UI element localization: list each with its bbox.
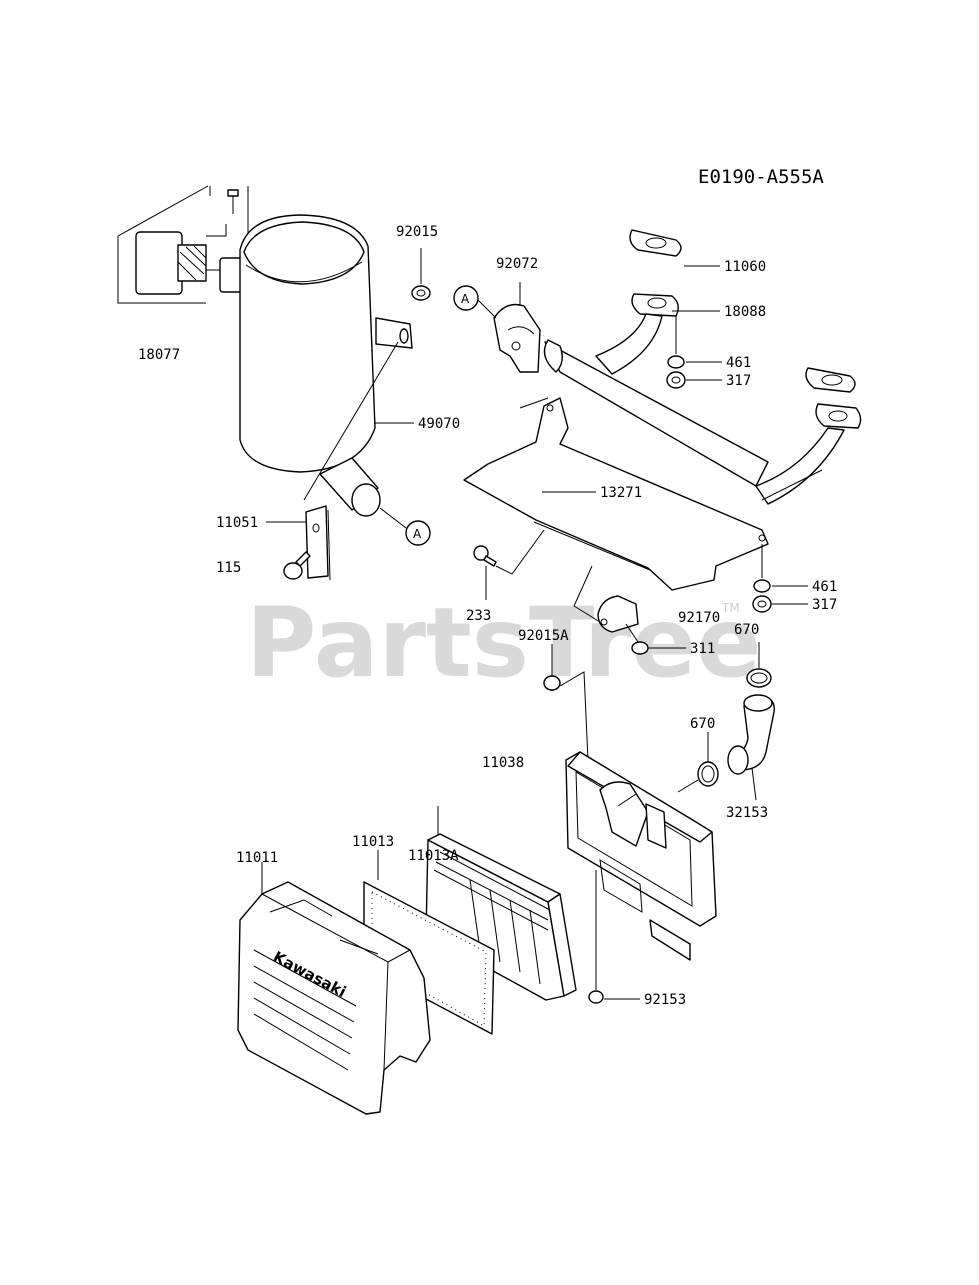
label-317-top: 317: [726, 373, 751, 389]
part-labels: 18077 92015 92072 11060 18088 461 317 49…: [138, 224, 837, 1008]
watermark-text: PartsTree: [246, 587, 761, 699]
elbow-32153: [727, 694, 775, 801]
label-311: 311: [690, 641, 715, 657]
label-670-mid: 670: [690, 716, 715, 732]
label-92015a: 92015A: [518, 628, 569, 644]
label-115: 115: [216, 560, 241, 576]
label-92015: 92015: [396, 224, 438, 240]
clamp-92072: [493, 282, 541, 373]
diagram-code: E0190-A555A: [698, 166, 824, 188]
bolt-115: [283, 551, 311, 580]
muffler-body: [239, 214, 413, 517]
spark-arrester-detail: [117, 185, 249, 304]
air-cleaner-cover-11011: [237, 862, 431, 1115]
label-233: 233: [466, 608, 491, 624]
nut-92015a: [543, 644, 589, 761]
label-317-lower: 317: [812, 597, 837, 613]
label-49070: 49070: [418, 416, 460, 432]
heat-shield-13271: [463, 397, 769, 591]
label-92072: 92072: [496, 256, 538, 272]
label-13271: 13271: [600, 485, 642, 501]
bolt-233: [473, 529, 545, 600]
gasket-11060: [629, 229, 682, 257]
washer-461-top: [667, 355, 685, 369]
callout-a-pipe-letter: A: [461, 292, 470, 306]
label-92170: 92170: [678, 610, 720, 626]
label-670-top: 670: [734, 622, 759, 638]
label-11013: 11013: [352, 834, 394, 850]
callout-a-muffler-letter: A: [413, 527, 422, 541]
label-461-lower: 461: [812, 579, 837, 595]
label-92153: 92153: [644, 992, 686, 1008]
watermark-trademark: TM: [721, 601, 740, 615]
label-11038: 11038: [482, 755, 524, 771]
label-461-top: 461: [726, 355, 751, 371]
air-cleaner-base-11038: [565, 751, 717, 961]
nut-317-lower: [752, 595, 772, 613]
bracket-92170: [573, 565, 639, 633]
label-18088: 18088: [724, 304, 766, 320]
bracket-11051: [305, 505, 331, 581]
nut-311: [625, 623, 686, 655]
callout-a-muffler: A: [405, 520, 431, 546]
nut-317-top: [666, 371, 686, 389]
label-11013a: 11013A: [408, 848, 459, 864]
exhaust-pipe-18088: [543, 293, 862, 505]
label-11060: 11060: [724, 259, 766, 275]
label-11051: 11051: [216, 515, 258, 531]
label-18077: 18077: [138, 347, 180, 363]
callout-a-pipe: A: [453, 285, 497, 319]
o-ring-670-mid: [677, 732, 719, 793]
nut-92015: [411, 248, 431, 301]
bolt-92153: [588, 870, 640, 1004]
o-ring-670-top: [746, 642, 772, 688]
label-32153: 32153: [726, 805, 768, 821]
washer-461-lower: [753, 579, 771, 593]
label-11011: 11011: [236, 850, 278, 866]
